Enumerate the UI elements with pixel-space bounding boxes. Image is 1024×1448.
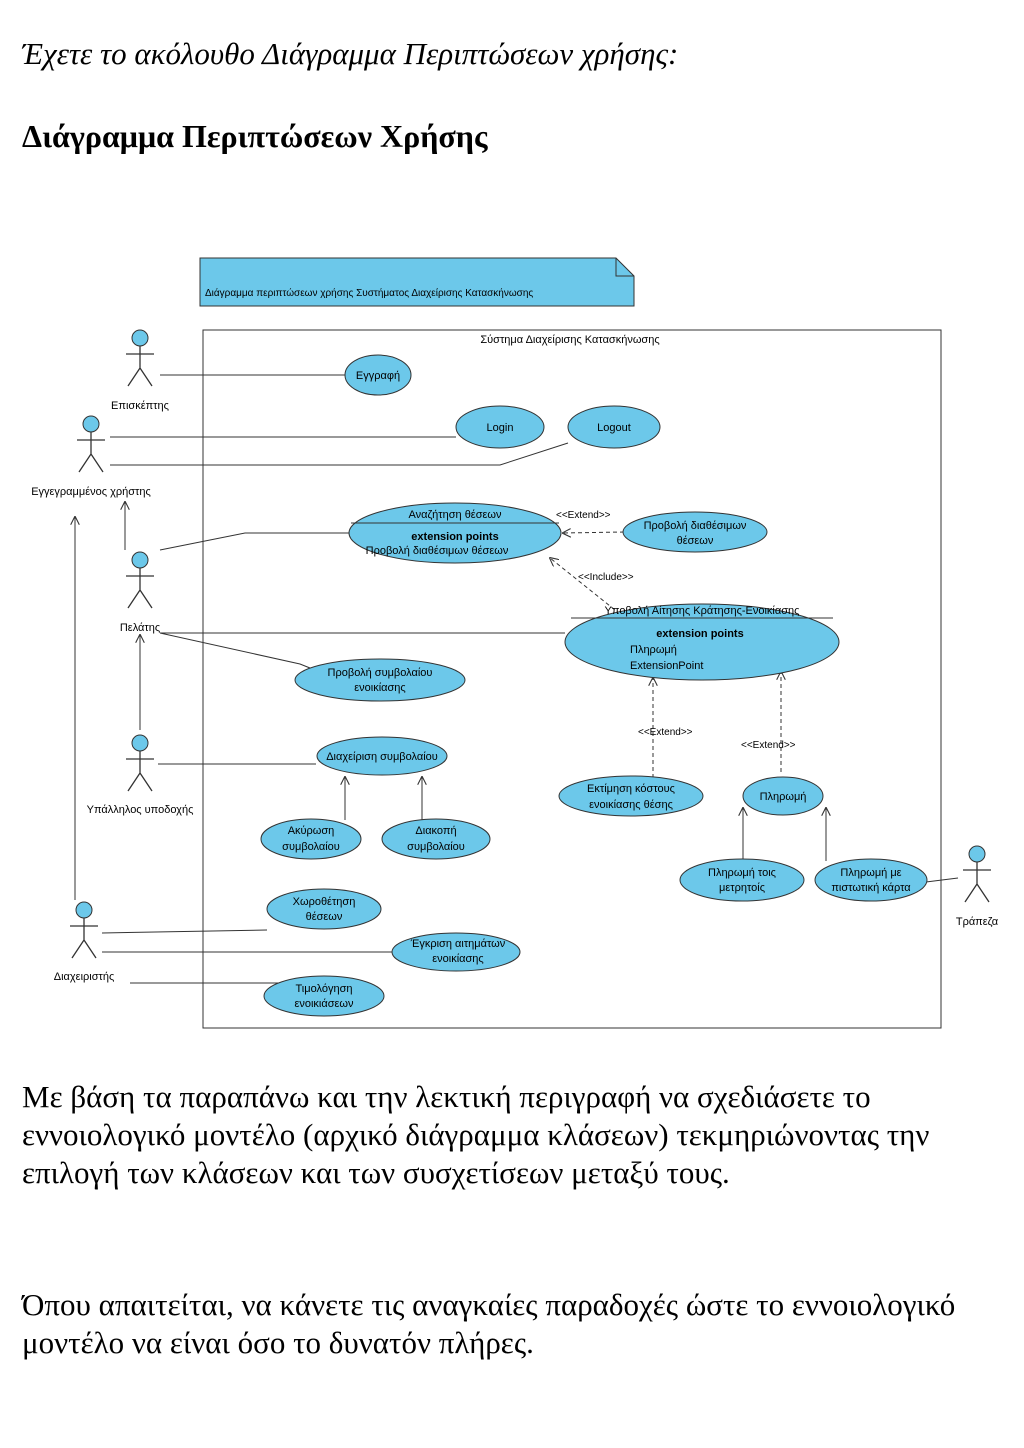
actor-label-trapeza: Τράπεζα bbox=[956, 916, 999, 928]
usecase-provoli-symvolaiou bbox=[294, 658, 466, 702]
label-timologisi-1: Τιμολόγηση bbox=[296, 983, 353, 995]
usecase-login bbox=[455, 405, 545, 449]
instruction-paragraph-1: Με βάση τα παραπάνω και την λεκτική περι… bbox=[22, 1079, 930, 1190]
actor-head bbox=[131, 734, 149, 752]
actor-head bbox=[131, 551, 149, 569]
actor-body bbox=[126, 346, 154, 387]
actor-episkeptis bbox=[126, 329, 154, 387]
usecase-pliromi-metrita bbox=[679, 858, 805, 902]
usecase-timologisi bbox=[263, 975, 385, 1017]
usecase-xorothetisi bbox=[266, 888, 382, 930]
label-provoli-symvolaiou-1: Προβολή συμβολαίου bbox=[328, 667, 433, 679]
label-ypovoli: Υποβολή Αίτησης Κράτησης-Ενοικίασης bbox=[605, 605, 800, 617]
label-ektimisi-1: Εκτίμηση κόστους bbox=[587, 783, 675, 795]
actor-trapeza bbox=[963, 845, 991, 903]
label-pliromi-karta-1: Πληρωμή με bbox=[840, 867, 901, 879]
association-lines bbox=[75, 374, 959, 984]
label-provoli-diathesimon-1: Προβολή διαθέσιμων bbox=[644, 520, 747, 532]
label-diakopi-1: Διακοπή bbox=[415, 825, 456, 837]
label-pliromi: Πληρωμή bbox=[760, 791, 807, 803]
label-egkrisi-2: ενοικίασης bbox=[432, 953, 483, 965]
usecase-provoli-diathesimon bbox=[622, 511, 768, 553]
label-akyrosi-2: συμβολαίου bbox=[282, 841, 340, 853]
label-ypovoli-ext-1: Πληρωμή bbox=[630, 644, 677, 656]
actor-body bbox=[77, 432, 105, 473]
label-logout: Logout bbox=[597, 422, 631, 434]
actor-head bbox=[131, 329, 149, 347]
label-egkrisi-1: Έγκριση αιτημάτων bbox=[410, 938, 506, 950]
usecase-anazitisi bbox=[348, 502, 562, 564]
diagram-heading: Διάγραμμα Περιπτώσεων Χρήσης bbox=[22, 118, 488, 154]
actor-head bbox=[968, 845, 986, 863]
actor-eggegrammenos bbox=[77, 415, 105, 473]
actor-ypallilos bbox=[126, 734, 154, 792]
usecase-logout bbox=[567, 405, 661, 449]
label-timologisi-2: ενοικιάσεων bbox=[294, 998, 354, 1010]
include-label: <<Include>> bbox=[578, 572, 634, 583]
actor-label-pelatis: Πελάτης bbox=[120, 622, 160, 634]
label-pliromi-metrita-2: μετρητοίς bbox=[719, 882, 765, 894]
actor-body bbox=[963, 862, 991, 903]
label-ypovoli-ext-2: ExtensionPoint bbox=[630, 660, 703, 672]
extend-label-1: <<Extend>> bbox=[556, 510, 611, 521]
actor-head bbox=[75, 901, 93, 919]
actor-body bbox=[70, 918, 98, 959]
label-ypovoli-ext-title: extension points bbox=[656, 628, 743, 640]
instruction-paragraph-2: Όπου απαιτείται, να κάνετε τις αναγκαίες… bbox=[22, 1287, 956, 1360]
use-case-diagram: Διάγραμμα περιπτώσεων χρήσης Συστήματος … bbox=[31, 257, 999, 1029]
label-eggrafi: Εγγραφή bbox=[356, 370, 400, 382]
actor-label-diaxeiristis: Διαχειριστής bbox=[54, 971, 115, 983]
usecase-eggrafi bbox=[344, 354, 412, 396]
extend-label-2: <<Extend>> bbox=[638, 727, 693, 738]
label-pliromi-karta-2: πιστωτική κάρτα bbox=[831, 882, 911, 894]
system-title: Σύστημα Διαχείρισης Κατασκήνωσης bbox=[480, 334, 659, 346]
label-diaxeirisi-symvolaiou: Διαχείριση συμβολαίου bbox=[326, 751, 438, 763]
usecase-diaxeirisi-symvolaiou bbox=[316, 736, 448, 776]
actor-body bbox=[126, 568, 154, 609]
label-xorothetisi-1: Χωροθέτηση bbox=[293, 896, 356, 908]
note-text: Διάγραμμα περιπτώσεων χρήσης Συστήματος … bbox=[205, 287, 533, 299]
extend-label-3: <<Extend>> bbox=[741, 740, 796, 751]
actor-diaxeiristis bbox=[70, 901, 98, 959]
label-provoli-symvolaiou-2: ενοικίασης bbox=[354, 682, 405, 694]
usecase-egkrisi bbox=[391, 932, 521, 972]
actor-label-ypallilos: Υπάλληλος υποδοχής bbox=[87, 804, 194, 816]
usecase-diakopi bbox=[381, 818, 491, 860]
label-anazitisi-ext-title: extension points bbox=[411, 531, 498, 543]
intro-text: Έχετε το ακόλουθο Διάγραμμα Περιπτώσεων … bbox=[22, 36, 679, 71]
usecase-ypovoli bbox=[564, 603, 840, 681]
usecase-akyrosi bbox=[260, 818, 362, 860]
label-anazitisi: Αναζήτηση θέσεων bbox=[409, 509, 502, 521]
label-ektimisi-2: ενοικίασης θέσης bbox=[589, 799, 673, 811]
actor-pelatis bbox=[126, 551, 154, 609]
actor-head bbox=[82, 415, 100, 433]
label-xorothetisi-2: θέσεων bbox=[306, 911, 343, 923]
label-login: Login bbox=[487, 422, 514, 434]
label-anazitisi-ext-point: Προβολή διαθέσιμων θέσεων bbox=[366, 545, 509, 557]
diagram-note: Διάγραμμα περιπτώσεων χρήσης Συστήματος … bbox=[199, 257, 635, 307]
label-akyrosi-1: Ακύρωση bbox=[288, 825, 335, 837]
usecase-ektimisi bbox=[558, 775, 704, 817]
dependency-lines bbox=[550, 532, 781, 778]
label-pliromi-metrita-1: Πληρωμή τοις bbox=[708, 867, 776, 879]
actor-body bbox=[126, 751, 154, 792]
usecase-pliromi bbox=[742, 776, 824, 816]
usecase-pliromi-karta bbox=[814, 858, 928, 902]
actor-label-eggegrammenos: Εγγεγραμμένος χρήστης bbox=[31, 486, 151, 498]
system-boundary bbox=[202, 329, 942, 1029]
label-provoli-diathesimon-2: θέσεων bbox=[677, 535, 714, 547]
actor-label-episkeptis: Επισκέπτης bbox=[111, 400, 169, 412]
label-diakopi-2: συμβολαίου bbox=[407, 841, 465, 853]
